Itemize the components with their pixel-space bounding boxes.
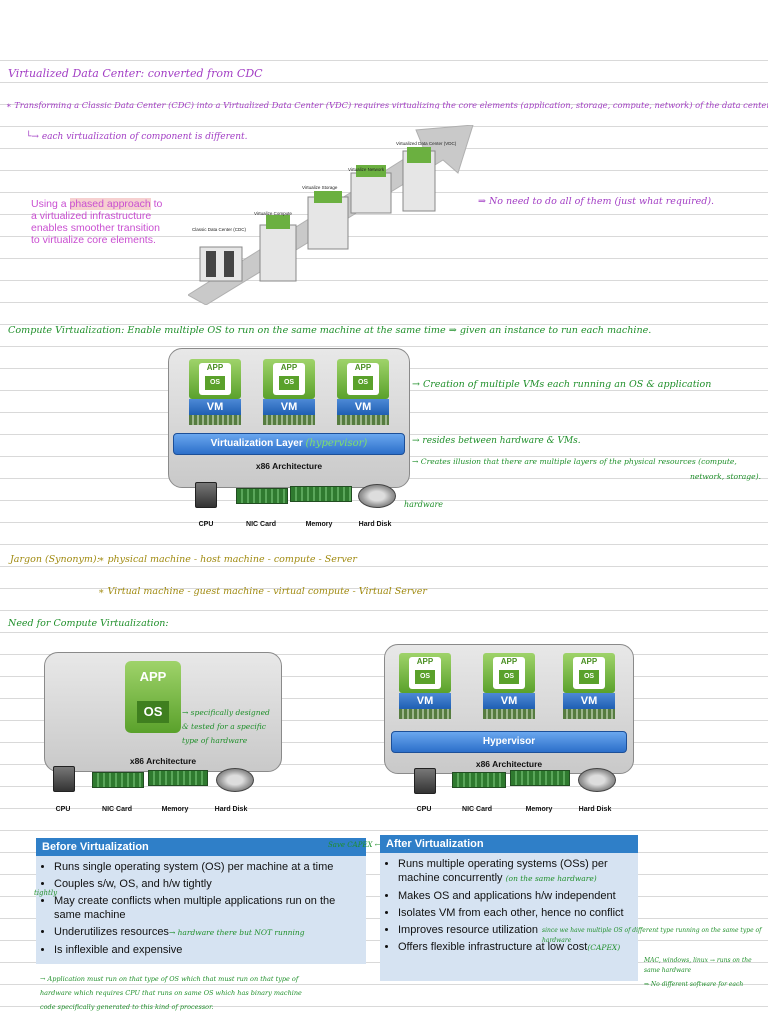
illusion-note: → Creates illusion that there are multip… xyxy=(412,457,737,466)
hardware-note: hardware xyxy=(404,500,444,509)
before-diagram: APP OS x86 Architecture xyxy=(44,652,282,772)
after-nic-label: NIC Card xyxy=(462,806,492,813)
compute-virtualization-title: Compute Virtualization: Enable multiple … xyxy=(8,325,652,336)
x86-label: x86 Architecture xyxy=(255,461,323,471)
after-item-2: Makes OS and applications h/w independen… xyxy=(398,889,632,903)
before-item-2: Couples s/w, OS, and h/w tightly xyxy=(54,877,360,891)
mac-note: MAC, windows, linux → runs on the same h… xyxy=(644,957,752,974)
after-memory-icon xyxy=(510,770,570,786)
phased-approach-text: Using a phased approach to a virtualized… xyxy=(31,198,163,246)
after-x86-label: x86 Architecture xyxy=(475,759,543,769)
before-memory-label: Memory xyxy=(161,806,189,813)
cpu-label: CPU xyxy=(198,521,214,528)
before-item-5: Is inflexible and expensive xyxy=(54,943,360,957)
before-cpu-icon xyxy=(53,766,75,792)
cpu-icon xyxy=(195,482,217,508)
after-item-4: Improves resource utilization xyxy=(398,923,632,937)
hypervisor-layer: Hypervisor xyxy=(391,731,627,753)
before-disk-label: Hard Disk xyxy=(214,806,248,813)
jargon-label: Jargon (Synonym): xyxy=(10,554,100,565)
after-item-3: Isolates VM from each other, hence no co… xyxy=(398,906,632,920)
label-virtualize-storage: Virtualize Storage xyxy=(302,185,338,190)
transform-note: ∗ Transforming a Classic Data Center (CD… xyxy=(6,101,768,110)
before-item-4: Underutilizes resources→ hardware there … xyxy=(54,925,360,940)
before-x86-label: x86 Architecture xyxy=(129,756,197,766)
after-virtualization-panel: After Virtualization Runs multiple opera… xyxy=(380,835,638,981)
label-virtualize-compute: Virtualize Compute xyxy=(254,211,292,216)
after-item-1: Runs multiple operating systems (OSs) pe… xyxy=(398,857,632,886)
tightly-note: tightly xyxy=(34,889,58,897)
before-cpu-label: CPU xyxy=(55,806,71,813)
before-item-1: Runs single operating system (OS) per ma… xyxy=(54,860,360,874)
need-title: Need for Compute Virtualization: xyxy=(8,618,169,629)
nic-label: NIC Card xyxy=(246,521,276,528)
save-capex-note: Save CAPEX ← xyxy=(328,841,381,849)
before-virtualization-panel: Before Virtualization Runs single operat… xyxy=(36,838,366,964)
no-need-note: ⇒ No need to do all of them (just what r… xyxy=(478,196,715,207)
memory-icon xyxy=(290,486,352,502)
before-disk-icon xyxy=(216,768,254,792)
after-item-5: Offers flexible infrastructure at low co… xyxy=(398,940,632,955)
label-cdc: Classic Data Center (CDC) xyxy=(192,227,247,232)
label-vdc: Virtualized Data Center (VDC) xyxy=(396,141,457,146)
before-nic-icon xyxy=(92,772,144,788)
phased-highlight: phased approach xyxy=(69,198,151,210)
after-memory-label: Memory xyxy=(525,806,553,813)
after-disk-label: Hard Disk xyxy=(578,806,612,813)
before-memory-icon xyxy=(148,770,208,786)
notes-title: Virtualized Data Center: converted from … xyxy=(8,67,263,80)
after-cpu-icon xyxy=(414,768,436,794)
disk-label: Hard Disk xyxy=(358,521,392,528)
before-nic-label: NIC Card xyxy=(102,806,132,813)
label-virtualize-network: Virtualize Network xyxy=(348,167,385,172)
resides-note: → resides between hardware & VMs. xyxy=(412,436,581,446)
specific-note: → specifically designed & tested for a s… xyxy=(182,708,270,745)
after-title: After Virtualization xyxy=(380,835,638,853)
each-component-note: └→ each virtualization of component is d… xyxy=(26,132,248,142)
creation-note: → Creation of multiple VMs each running … xyxy=(412,379,712,390)
nic-card-icon xyxy=(236,488,288,504)
before-title: Before Virtualization xyxy=(36,838,366,856)
application-note: → Application must run on that type of O… xyxy=(40,975,302,1011)
virtualization-layer: Virtualization Layer (hypervisor) xyxy=(173,433,405,455)
after-disk-icon xyxy=(578,768,616,792)
no-diff-note: ⇒ No different software for each xyxy=(644,981,744,988)
transition-arrow-diagram: Classic Data Center (CDC) Virtualize Com… xyxy=(187,124,478,306)
jargon-physical: ∗ physical machine - host machine - comp… xyxy=(98,554,357,565)
hard-disk-icon xyxy=(358,484,396,508)
memory-label: Memory xyxy=(305,521,333,528)
app-os-block: APP OS xyxy=(125,661,181,733)
jargon-virtual: ∗ Virtual machine - guest machine - virt… xyxy=(98,586,427,597)
after-cpu-label: CPU xyxy=(416,806,432,813)
since-note: since we have multiple OS of different t… xyxy=(542,927,762,944)
before-item-3: May create conflicts when multiple appli… xyxy=(54,894,360,922)
illusion-note-2: network, storage). xyxy=(690,472,761,481)
after-nic-icon xyxy=(452,772,506,788)
